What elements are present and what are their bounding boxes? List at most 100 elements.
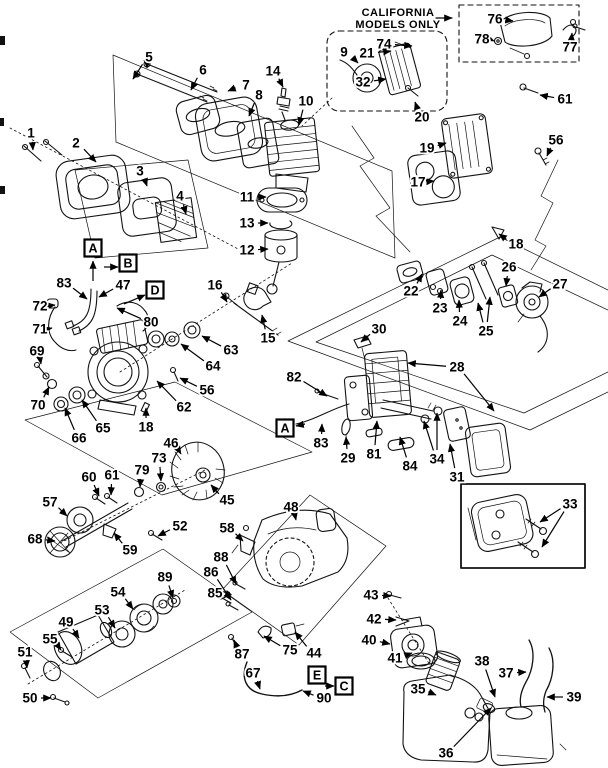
- part-number-label: 13: [239, 216, 255, 231]
- part-number-label: 56: [199, 383, 215, 398]
- part-number-label: 9: [340, 45, 348, 60]
- muffler-kit-box: [460, 483, 586, 569]
- part-number-label: 49: [58, 615, 73, 630]
- part-callout-75: 75: [263, 635, 300, 659]
- air-filter-assembly: [21, 138, 198, 243]
- part-number-label: 20: [414, 110, 429, 125]
- section-letter-label: A: [88, 242, 97, 256]
- part-number-label: 33: [562, 497, 578, 512]
- part-number-label: 59: [122, 543, 137, 558]
- part-number-label: 68: [27, 532, 43, 547]
- cylinder-piston-assembly: [256, 87, 320, 295]
- part-callout-89: 89: [156, 568, 174, 599]
- part-number-label: 85: [207, 586, 223, 601]
- part-callout-68: 68: [26, 530, 56, 548]
- part-callout-66: 66: [64, 407, 89, 447]
- part-callout-11: 11: [238, 188, 267, 206]
- part-number-label: 86: [203, 565, 219, 580]
- part-number-label: 26: [501, 260, 517, 275]
- part-number-label: 14: [265, 64, 281, 79]
- part-number-label: 15: [260, 331, 276, 346]
- part-callout-19: 19: [418, 139, 447, 157]
- part-callout-10: 10: [297, 92, 315, 126]
- part-number-label: 23: [432, 301, 448, 316]
- part-callout-64: 64: [180, 343, 223, 375]
- part-callout-21: 21: [358, 44, 392, 62]
- part-callout-67: 67: [244, 664, 262, 690]
- section-letter-box-D: D: [123, 280, 165, 305]
- part-callout-20: 20: [413, 101, 431, 126]
- part-callout-49: 49: [57, 613, 80, 639]
- part-number-label: 11: [240, 190, 255, 205]
- part-callout-83: 83: [312, 423, 331, 452]
- section-letter-label: A: [280, 422, 289, 436]
- part-callout-71: 71: [31, 320, 53, 338]
- part-number-label: 83: [313, 436, 329, 451]
- part-callout-22: 22: [402, 273, 423, 300]
- part-callout-29: 29: [339, 436, 357, 467]
- part-callout-61: 61: [539, 90, 575, 108]
- part-callout-51: 51: [16, 643, 35, 669]
- section-letter-box-A: A: [83, 238, 103, 281]
- part-number-label: 67: [245, 666, 260, 681]
- crankcase-assembly: [33, 282, 282, 416]
- part-number-label: 34: [429, 452, 445, 467]
- section-letter-label: D: [150, 284, 159, 298]
- part-callout-41: 41: [386, 649, 413, 667]
- part-callout-65: 65: [81, 399, 113, 437]
- part-number-label: 4: [176, 189, 184, 204]
- part-callout-16: 16: [206, 276, 228, 303]
- part-number-label: 17: [410, 175, 425, 190]
- part-number-label: 90: [316, 691, 331, 706]
- part-callout-32: 32: [354, 73, 387, 91]
- part-callout-30: 30: [360, 320, 388, 343]
- part-number-label: 62: [176, 400, 191, 415]
- fuel-tank-assembly: [402, 639, 567, 766]
- part-number-label: 16: [207, 278, 223, 293]
- part-number-label: 52: [172, 519, 187, 534]
- part-number-label: 88: [213, 550, 229, 565]
- part-number-label: 81: [366, 447, 382, 462]
- part-callout-50: 50: [21, 689, 52, 707]
- part-callout-58: 58: [218, 519, 244, 542]
- part-number-label: 83: [56, 276, 72, 291]
- part-callout-4: 4: [174, 187, 188, 215]
- part-callout-39: 39: [546, 688, 583, 706]
- part-callout-81: 81: [365, 420, 384, 463]
- part-number-label: 5: [145, 50, 153, 65]
- parts-illustration: [0, 4, 608, 766]
- part-callout-56: 56: [546, 131, 566, 157]
- part-callout-78: 78: [473, 30, 495, 48]
- part-callout-61: 61: [103, 466, 122, 496]
- part-number-label: 29: [340, 451, 355, 466]
- callout-layer: 1234567891011121314151617181819202122232…: [16, 10, 584, 763]
- part-callout-38: 38: [473, 652, 496, 698]
- part-number-label: 27: [552, 277, 567, 292]
- part-number-label: 30: [371, 322, 386, 337]
- part-callout-5: 5: [132, 48, 155, 80]
- part-callout-42: 42: [365, 610, 397, 628]
- part-callout-85: 85: [206, 584, 233, 602]
- part-callout-34: 34: [422, 412, 447, 468]
- part-callout-73: 73: [150, 449, 169, 482]
- part-callout-79: 79: [133, 461, 151, 488]
- part-callout-44: 44: [294, 631, 324, 662]
- part-number-label: 61: [557, 92, 573, 107]
- part-number-label: 77: [562, 40, 577, 55]
- part-number-label: 35: [410, 682, 426, 697]
- section-letter-box-B: B: [104, 253, 138, 273]
- part-number-label: 84: [402, 459, 418, 474]
- part-number-label: 70: [30, 398, 45, 413]
- part-number-label: 65: [95, 421, 111, 436]
- part-number-label: 45: [219, 493, 235, 508]
- part-callout-47: 47: [98, 276, 132, 298]
- part-callout-40: 40: [360, 631, 391, 649]
- part-number-label: 66: [71, 431, 87, 446]
- part-callout-24: 24: [451, 299, 470, 330]
- part-callout-13: 13: [238, 214, 269, 232]
- part-number-label: 73: [151, 451, 167, 466]
- part-callout-33: 33: [539, 495, 580, 548]
